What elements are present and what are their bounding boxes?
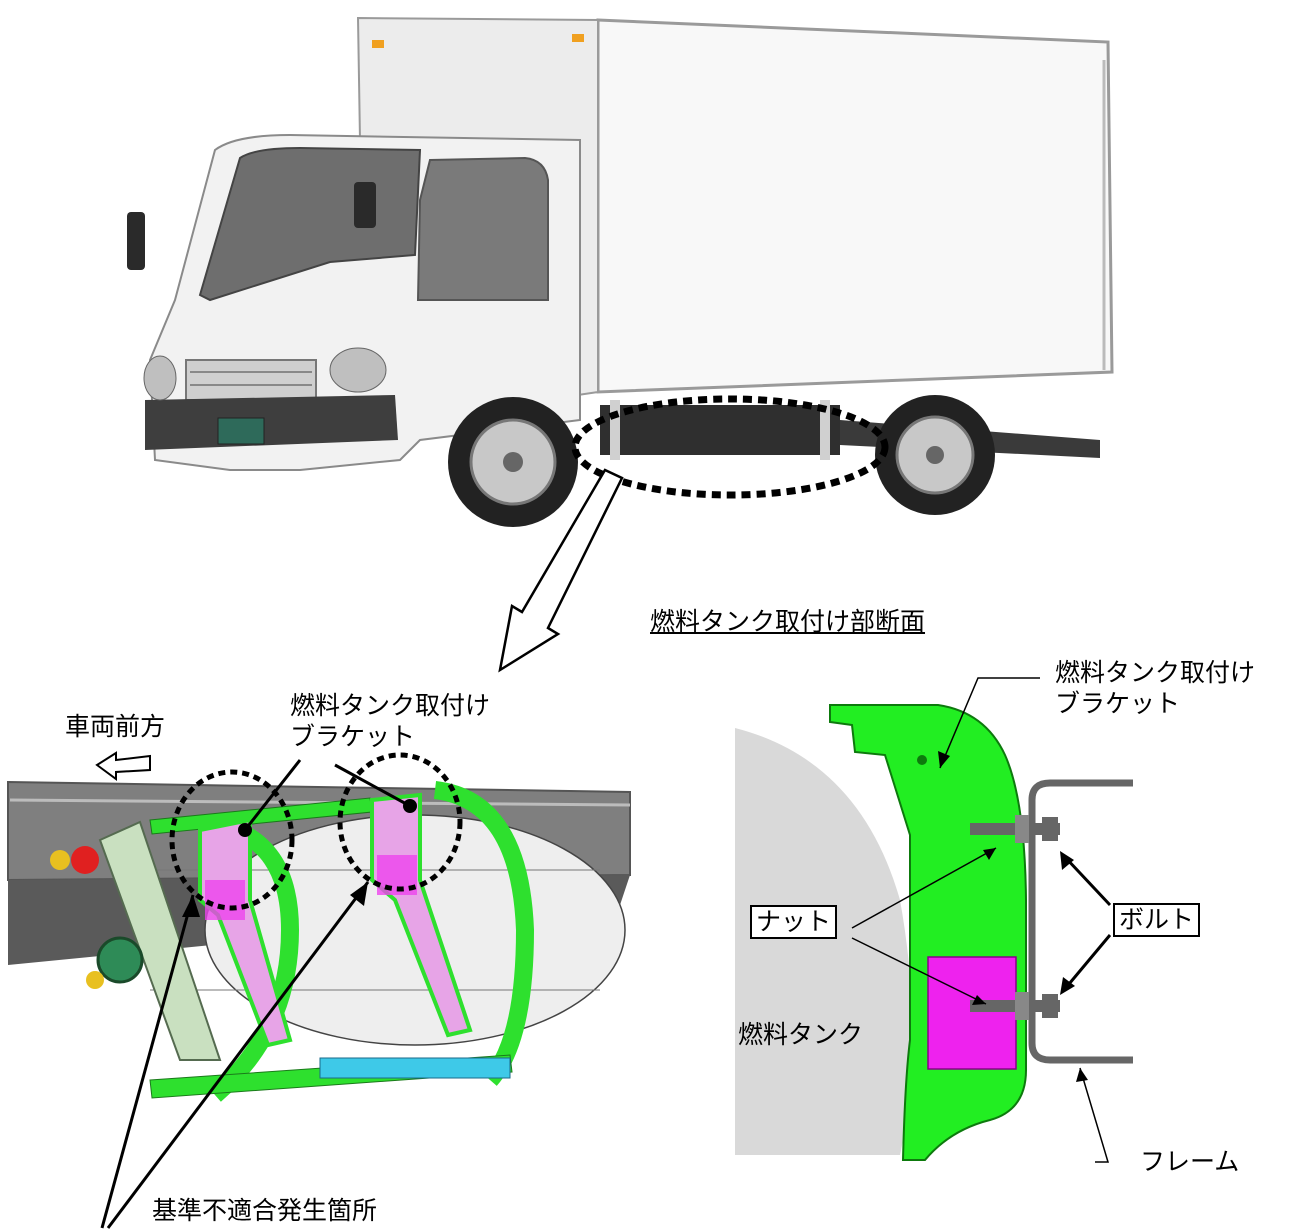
frame-label: フレーム [1140, 1147, 1240, 1176]
highlight-ellipse [571, 395, 889, 499]
left-mirror [127, 212, 145, 270]
bracket-label-left-line2: ブラケット [290, 722, 416, 751]
bolt-label: ボルト [1113, 903, 1201, 937]
bracket-label-left-line1: 燃料タンク取付け [290, 691, 491, 720]
right-mirror [354, 182, 376, 228]
door-window [416, 156, 549, 301]
vehicle-front-label: 車両前方 [65, 712, 166, 741]
nonconform-circle-front [169, 769, 295, 911]
grille [185, 359, 317, 401]
fuel-tank-section [735, 728, 913, 1155]
hollow-arrow [498, 468, 624, 673]
front-arrow [95, 751, 151, 781]
tank-under-body [600, 405, 840, 455]
strap-rear [433, 781, 535, 1086]
end-plate [98, 820, 222, 1061]
license-plate [217, 417, 265, 445]
front-bumper [145, 395, 398, 450]
nonconformity-region [927, 956, 1017, 1070]
section-title: 燃料タンク取付け部断面 [650, 607, 926, 636]
nonconformity-label: 基準不適合発生箇所 [152, 1196, 378, 1225]
bracket-label-right-line1: 燃料タンク取付け [1055, 658, 1256, 687]
fuel-tank-label: 燃料タンク [738, 1020, 864, 1049]
nut-label: ナット [750, 905, 838, 939]
nonconform-circle-rear [337, 752, 463, 892]
strap-front [209, 816, 300, 1102]
frame-section [1028, 779, 1133, 1064]
bracket-label-right-line2: ブラケット [1055, 689, 1181, 718]
